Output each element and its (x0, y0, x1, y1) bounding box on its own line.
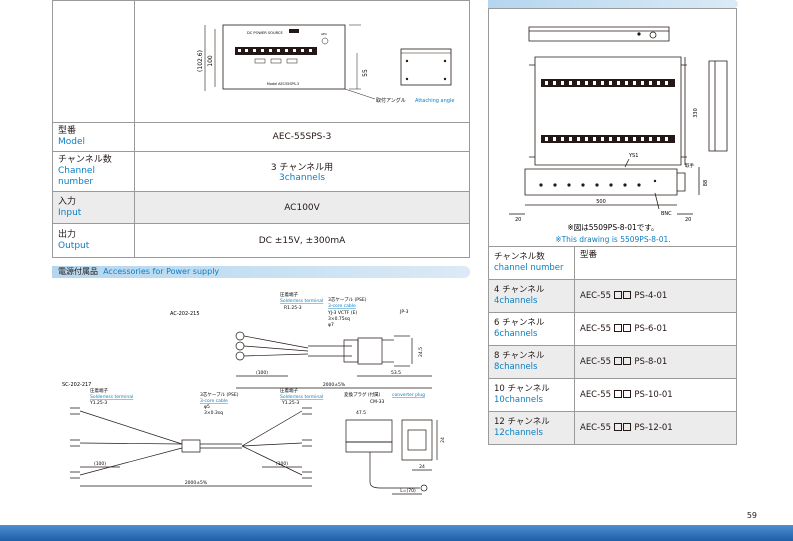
cable2-id: SC-202-217 (62, 382, 91, 388)
spec-value-output: DC ±15V, ±300mA (134, 223, 470, 258)
power-source-drawing-cell: (102.6) 100 DC POWER SOURCE AEC Model AE… (134, 0, 470, 123)
power-source-drawing: (102.6) 100 DC POWER SOURCE AEC Model AE… (197, 24, 454, 104)
svg-text:2000±5%: 2000±5% (323, 382, 346, 388)
svg-text:Solderless terminal: Solderless terminal (280, 298, 323, 304)
spec-table: (102.6) 100 DC POWER SOURCE AEC Model AE… (52, 0, 470, 258)
svg-text:圧着端子: 圧着端子 (90, 387, 108, 394)
svg-text:L=(70): L=(70) (400, 488, 416, 494)
panel-fig-label: AEC (321, 32, 327, 36)
drawing-note-en: ※This drawing is 5509PS-8-01. (555, 235, 670, 244)
svg-text:(100): (100) (276, 461, 288, 467)
svg-text:YJ-3 VCTF (E): YJ-3 VCTF (E) (327, 310, 357, 316)
svg-text:24: 24 (440, 437, 446, 443)
svg-text:3-core cable: 3-core cable (200, 398, 228, 404)
svg-text:JP-3: JP-3 (399, 309, 409, 315)
dim-20-left: 20 (515, 217, 521, 223)
svg-text:24: 24 (419, 464, 425, 470)
attach-label-en: Attaching angle (415, 98, 454, 104)
cable1-id: AC-202-215 (170, 311, 200, 317)
spec-value-input: AC100V (134, 191, 470, 224)
svg-text:Y1.25-3: Y1.25-3 (89, 400, 107, 406)
svg-text:3×0.75sq: 3×0.75sq (328, 316, 350, 322)
svg-text:Y1.25-3: Y1.25-3 (281, 400, 299, 406)
spec-value-channel-en: 3channels (278, 173, 326, 183)
svg-text:3芯ケーブル (PSE): 3芯ケーブル (PSE) (328, 296, 367, 303)
svg-text:converter plug: converter plug (392, 392, 425, 398)
svg-text:Solderless terminal: Solderless terminal (280, 394, 323, 400)
rack-drawing-box: 330 YS1 取手 88 500 BNC 20 20 ※図は5509PS-8-… (488, 8, 737, 246)
spec-value-channel: 3 チャンネル用 (270, 163, 334, 173)
dim-20-right: 20 (685, 217, 691, 223)
svg-text:φ5: φ5 (204, 404, 210, 410)
svg-text:24.5: 24.5 (418, 347, 424, 357)
svg-text:(100): (100) (256, 370, 268, 376)
dim-side: 55 (362, 69, 369, 77)
svg-text:φ7: φ7 (328, 322, 334, 328)
svg-text:圧着端子: 圧着端子 (280, 291, 298, 298)
svg-text:3芯ケーブル (PSE): 3芯ケーブル (PSE) (200, 391, 239, 398)
bnc-label: BNC (661, 211, 672, 217)
dim-500: 500 (596, 199, 606, 205)
svg-text:47.5: 47.5 (356, 410, 366, 416)
drawing-row: (102.6) 100 DC POWER SOURCE AEC Model AE… (52, 0, 470, 123)
attach-label-ja: 取付アングル (376, 97, 406, 104)
dim-height-inner: 100 (207, 55, 214, 67)
svg-text:Solderless terminal: Solderless terminal (90, 394, 133, 400)
svg-text:R1.25-3: R1.25-3 (284, 305, 302, 311)
drawing-note-ja: ※図は5509PS-8-01です。 (567, 223, 658, 232)
dim-88: 88 (703, 180, 709, 186)
spec-value-model: AEC-55SPS-3 (134, 122, 470, 152)
svg-text:3-core cable: 3-core cable (328, 303, 356, 309)
svg-text:変換プラグ (付属): 変換プラグ (付属) (344, 391, 381, 398)
dim-height-outer: (102.6) (197, 50, 204, 72)
accessories-drawing: AC-202-215 圧着端子 Solderless terminal R1.2… (62, 291, 446, 495)
svg-text:CM-33: CM-33 (370, 399, 385, 405)
accessories-header: 電源付属品 Accessories for Power supply (52, 266, 470, 278)
footer-bar (0, 525, 793, 541)
ys1-label: YS1 (628, 153, 638, 159)
dim-330: 330 (693, 108, 699, 118)
svg-text:2000±5%: 2000±5% (185, 480, 208, 486)
svg-text:(100): (100) (94, 461, 106, 467)
page-number: 59 (746, 511, 757, 520)
svg-text:3×0.3sq: 3×0.3sq (204, 410, 223, 416)
right-section-header (488, 0, 738, 8)
rack-drawing: 330 YS1 取手 88 500 BNC 20 20 ※図は5509PS-8-… (509, 26, 728, 244)
panel-model: Model AEC55SPS-3 (267, 82, 299, 86)
svg-text:圧着端子: 圧着端子 (280, 387, 298, 394)
handle-label: 取手 (685, 162, 694, 169)
panel-title: DC POWER SOURCE (247, 31, 283, 35)
svg-text:53.5: 53.5 (391, 370, 401, 376)
